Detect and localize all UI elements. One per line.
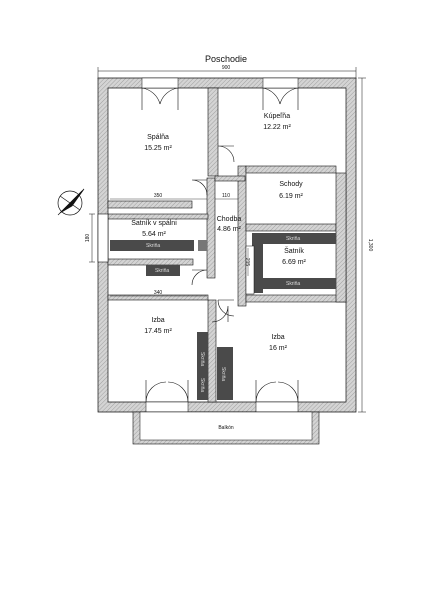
plan-title: Poschodie — [205, 54, 247, 64]
svg-text:110: 110 — [222, 193, 230, 199]
wardrobe-closet-left — [252, 233, 263, 293]
wardrobe-closet-top — [252, 233, 336, 244]
internal-dims: 350 110 340 215 — [110, 193, 250, 297]
svg-text:Skriňa: Skriňa — [286, 281, 300, 287]
wardrobe-walkin-small — [146, 265, 180, 276]
svg-text:1,300: 1,300 — [367, 239, 373, 252]
svg-text:Skriňa: Skriňa — [199, 378, 205, 392]
doors — [141, 87, 299, 403]
wardrobe-right-room — [217, 347, 233, 400]
room-bathroom-name: Kúpeľňa — [264, 113, 290, 120]
svg-text:180: 180 — [85, 234, 91, 243]
room-right-area: 16 m² — [269, 345, 288, 352]
room-closet-area: 6.69 m² — [282, 259, 306, 266]
room-right-name: Izba — [271, 334, 284, 341]
svg-text:Skriňa: Skriňa — [286, 236, 300, 242]
wardrobe-walkin — [110, 240, 194, 251]
room-hallway-area: 4.86 m² — [217, 226, 241, 233]
walkin-recess — [97, 213, 109, 263]
svg-text:Skriňa: Skriňa — [146, 243, 160, 249]
interior-walls — [107, 87, 347, 403]
room-bedroom-name: Spálňa — [147, 134, 169, 141]
balcony: Balkón — [132, 411, 320, 445]
svg-text:350: 350 — [154, 193, 163, 199]
room-hallway-name: Chodba — [217, 216, 242, 223]
dimension-left-closet: 180 — [85, 213, 95, 263]
hall-cabinet — [198, 240, 207, 251]
svg-text:Skriňa: Skriňa — [220, 367, 226, 381]
north-arrow-icon — [57, 188, 85, 216]
room-walkin-area: 5.64 m² — [142, 231, 166, 238]
room-left-name: Izba — [151, 317, 164, 324]
room-walkin-name: Šatník v spálni — [131, 218, 177, 227]
room-bedroom-area: 15.25 m² — [144, 145, 172, 152]
windows — [141, 77, 299, 413]
room-bathroom-area: 12.22 m² — [263, 124, 291, 131]
svg-text:900: 900 — [222, 65, 231, 71]
room-stairs-name: Schody — [279, 181, 303, 188]
wardrobe-left-room — [197, 332, 208, 400]
stairs-opening — [245, 245, 255, 295]
svg-text:Skriňa: Skriňa — [155, 268, 169, 274]
svg-text:340: 340 — [154, 290, 163, 296]
dimension-right: 1,300 — [358, 77, 373, 413]
balcony-label: Balkón — [218, 425, 234, 431]
svg-text:215: 215 — [244, 258, 250, 267]
svg-text:Skriňa: Skriňa — [199, 352, 205, 366]
room-closet-name: Šatník — [284, 246, 304, 255]
dimension-top: 900 — [97, 65, 357, 79]
room-labels: Spálňa 15.25 m² Kúpeľňa 12.22 m² Schody … — [131, 113, 306, 352]
room-left-area: 17.45 m² — [144, 328, 172, 335]
room-stairs-area: 6.19 m² — [279, 193, 303, 200]
wardrobes: Skriňa Skriňa Skriňa Skriňa Skriňa Skriň… — [110, 233, 336, 400]
wardrobe-closet-bottom — [258, 278, 336, 289]
